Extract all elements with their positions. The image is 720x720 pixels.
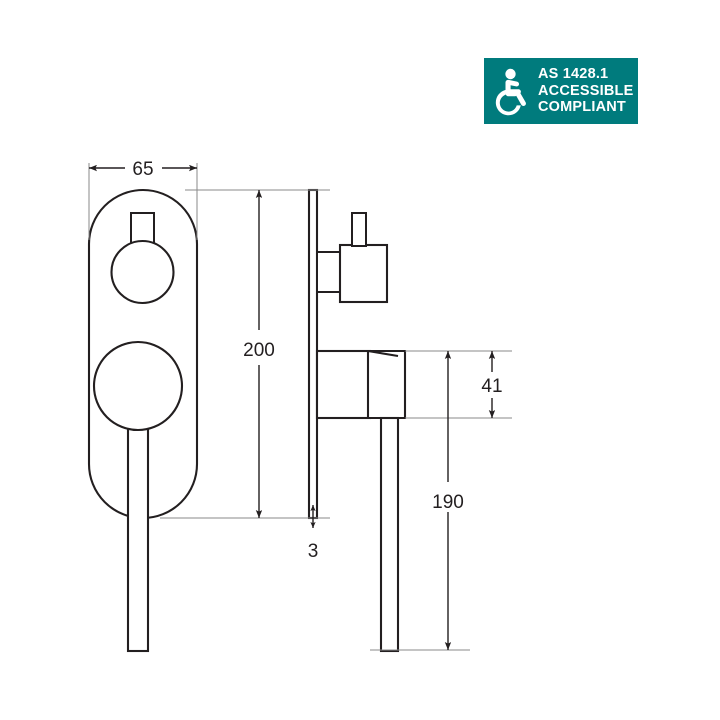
front-mixer-knob bbox=[92, 340, 184, 432]
side-elevation-view bbox=[307, 188, 407, 653]
dim-3-label: 3 bbox=[308, 541, 319, 562]
side-diverter-stub bbox=[351, 212, 367, 247]
front-diverter-knob bbox=[110, 239, 175, 305]
wheelchair-accessible-icon bbox=[495, 68, 526, 116]
side-mixer-lever-angle bbox=[367, 349, 399, 358]
accessibility-compliance-badge: AS 1428.1 ACCESSIBLE COMPLIANT bbox=[484, 58, 638, 124]
badge-line-standard: AS 1428.1 bbox=[538, 66, 609, 83]
dim-190-label: 190 bbox=[432, 492, 464, 513]
dimension-200: 200 bbox=[160, 189, 330, 519]
badge-line-accessible: ACCESSIBLE bbox=[538, 82, 634, 99]
side-wall-plate bbox=[307, 188, 319, 520]
dimension-65: 65 bbox=[88, 159, 198, 240]
badge-text-block: AS 1428.1 ACCESSIBLE COMPLIANT bbox=[538, 66, 633, 116]
dimension-3: 3 bbox=[308, 505, 319, 562]
dimension-190: 190 bbox=[370, 351, 470, 651]
side-diverter-neck bbox=[316, 251, 343, 293]
side-mixer-lever bbox=[379, 416, 400, 653]
badge-line-compliant: COMPLIANT bbox=[538, 99, 626, 116]
dim-65-label: 65 bbox=[132, 159, 153, 180]
side-mixer-body bbox=[315, 349, 372, 420]
side-mixer-lever-head bbox=[366, 349, 407, 420]
dim-41-label: 41 bbox=[481, 376, 502, 397]
dim-200-label: 200 bbox=[243, 340, 275, 361]
front-elevation-view bbox=[87, 188, 199, 653]
dimension-41: 41 bbox=[405, 350, 512, 419]
side-diverter-body bbox=[338, 243, 389, 304]
